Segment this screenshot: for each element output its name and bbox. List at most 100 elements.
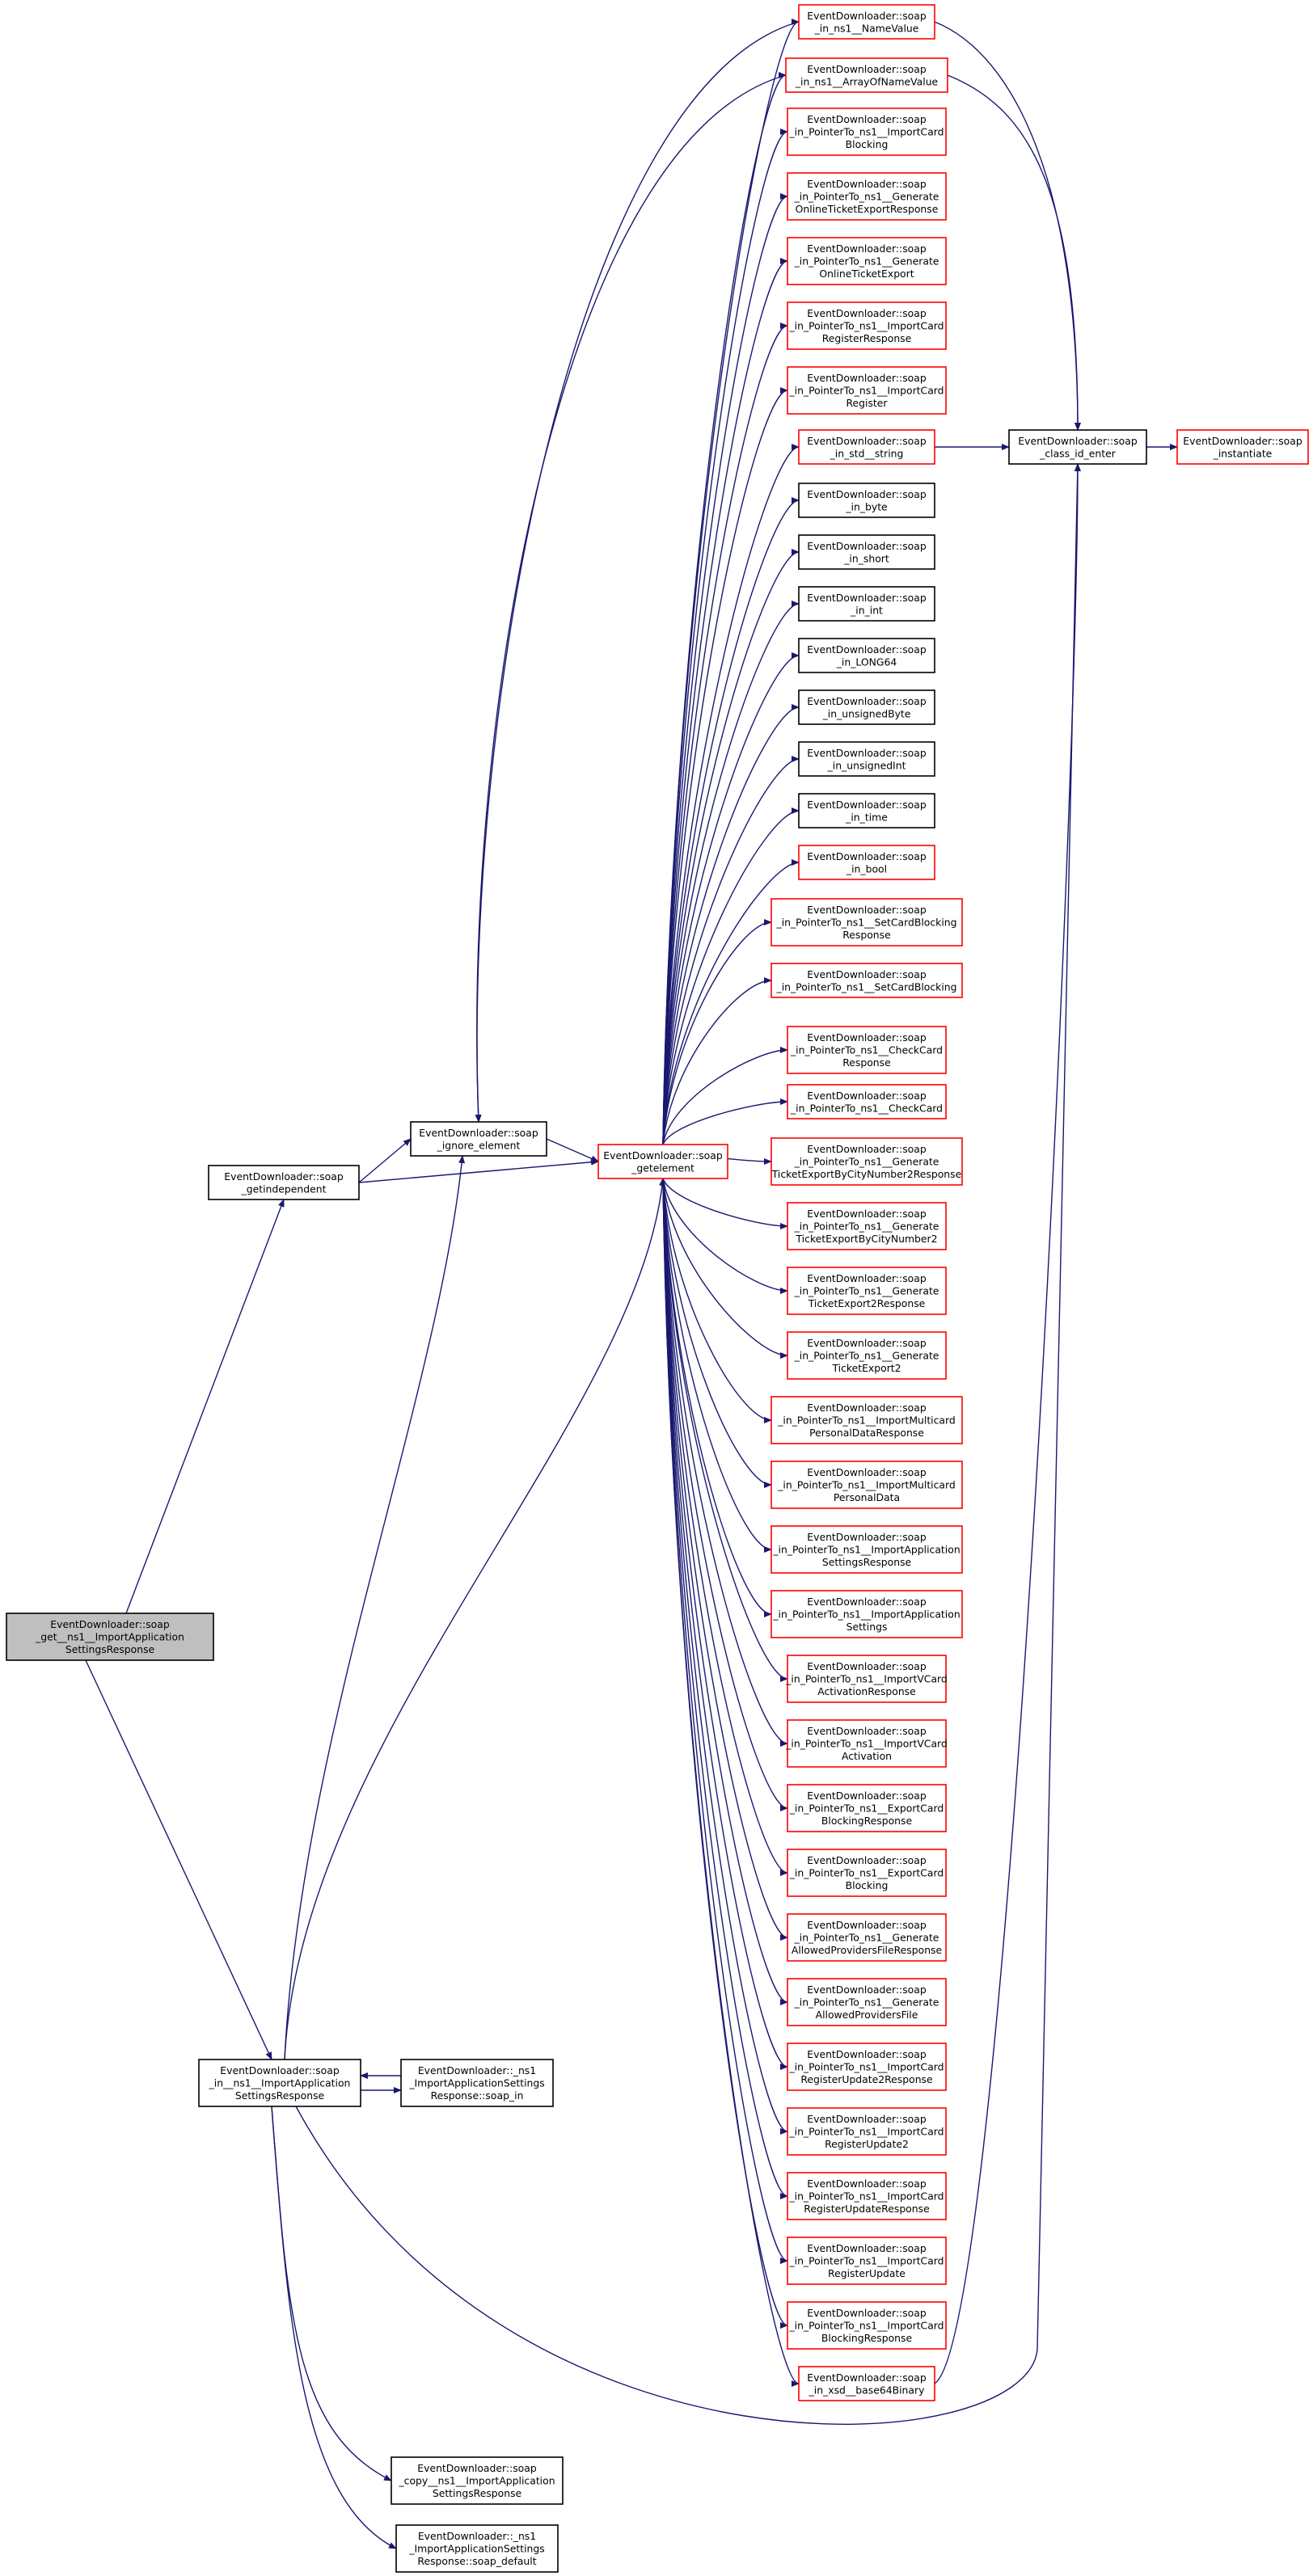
graph-node-r32[interactable]: EventDownloader::soap_in_PointerTo_ns1__… — [787, 1913, 947, 1962]
graph-node-ignore[interactable]: EventDownloader::soap_ignore_element — [410, 1121, 547, 1157]
graph-node-r16[interactable]: EventDownloader::soap_in_PointerTo_ns1__… — [770, 898, 963, 947]
node-label-line: _in_unsignedByte — [822, 707, 911, 719]
node-label-line: EventDownloader::_ns1 — [418, 2530, 536, 2542]
graph-node-r11[interactable]: EventDownloader::soap_in_LONG64 — [798, 638, 935, 673]
edge-getelement-to-r22 — [662, 1178, 788, 1294]
graph-node-r10[interactable]: EventDownloader::soap_in_int — [798, 586, 935, 622]
graph-node-r19[interactable]: EventDownloader::soap_in_PointerTo_ns1__… — [787, 1084, 947, 1119]
node-box — [798, 429, 935, 465]
node-label-line: _in_short — [843, 552, 889, 564]
graph-node-r26[interactable]: EventDownloader::soap_in_PointerTo_ns1__… — [770, 1525, 963, 1574]
graph-node-getindependent[interactable]: EventDownloader::soap_getindependent — [208, 1165, 360, 1200]
node-label-line: EventDownloader::soap — [807, 1919, 927, 1931]
node-label-line: EventDownloader::soap — [807, 1596, 927, 1608]
graph-node-r3[interactable]: EventDownloader::soap_in_PointerTo_ns1__… — [787, 172, 947, 221]
node-label-line: SettingsResponse — [822, 1556, 911, 1568]
node-label-line: _in_PointerTo_ns1__ImportCard — [788, 2190, 944, 2203]
graph-node-class_id[interactable]: EventDownloader::soap_class_id_enter — [1008, 429, 1147, 465]
graph-node-r29[interactable]: EventDownloader::soap_in_PointerTo_ns1__… — [785, 1719, 948, 1768]
node-label-line: RegisterResponse — [822, 332, 912, 344]
node-label-line: BlockingResponse — [821, 2332, 912, 2344]
edge-getelement-to-r6 — [662, 387, 788, 1145]
node-label-line: EventDownloader::soap — [807, 435, 927, 447]
graph-node-r5[interactable]: EventDownloader::soap_in_PointerTo_ns1__… — [787, 301, 947, 350]
edge-getindependent-to-ignore — [358, 1138, 412, 1183]
node-label-line: _in_byte — [845, 500, 887, 512]
graph-node-r15[interactable]: EventDownloader::soap_in_bool — [798, 845, 935, 880]
graph-node-soap_in[interactable]: EventDownloader::_ns1_ImportApplicationS… — [400, 2059, 554, 2107]
graph-node-instantiate[interactable]: EventDownloader::soap_instantiate — [1176, 429, 1309, 465]
graph-node-r21[interactable]: EventDownloader::soap_in_PointerTo_ns1__… — [787, 1202, 947, 1250]
graph-node-r37[interactable]: EventDownloader::soap_in_PointerTo_ns1__… — [787, 2237, 947, 2285]
edge-getelement-to-r13 — [662, 756, 800, 1145]
graph-node-r14[interactable]: EventDownloader::soap_in_time — [798, 793, 935, 828]
edge-getelement-to-r10 — [662, 601, 800, 1145]
graph-node-default[interactable]: EventDownloader::_ns1_ImportApplicationS… — [395, 2524, 559, 2573]
node-label-line: EventDownloader::soap — [807, 968, 927, 980]
graph-node-r22[interactable]: EventDownloader::soap_in_PointerTo_ns1__… — [787, 1267, 947, 1315]
graph-node-r34[interactable]: EventDownloader::soap_in_PointerTo_ns1__… — [787, 2043, 947, 2091]
graph-node-r31[interactable]: EventDownloader::soap_in_PointerTo_ns1__… — [787, 1849, 947, 1897]
graph-node-r27[interactable]: EventDownloader::soap_in_PointerTo_ns1__… — [770, 1590, 963, 1638]
edge-root-to-getindependent — [125, 1199, 285, 1614]
graph-node-r38[interactable]: EventDownloader::soap_in_PointerTo_ns1__… — [787, 2301, 947, 2350]
node-label-line: _ImportApplicationSettings — [408, 2077, 544, 2089]
graph-node-r8[interactable]: EventDownloader::soap_in_byte — [798, 483, 935, 518]
graph-node-r13[interactable]: EventDownloader::soap_in_unsignedInt — [798, 741, 935, 777]
graph-node-r23[interactable]: EventDownloader::soap_in_PointerTo_ns1__… — [787, 1331, 947, 1380]
graph-node-r17[interactable]: EventDownloader::soap_in_PointerTo_ns1__… — [770, 963, 963, 998]
node-label-line: _in_PointerTo_ns1__ExportCard — [789, 1802, 944, 1815]
node-box — [787, 1202, 947, 1250]
graph-node-r12[interactable]: EventDownloader::soap_in_unsignedByte — [798, 689, 935, 725]
graph-node-r39[interactable]: EventDownloader::soap_in_xsd__base64Bina… — [798, 2366, 935, 2401]
node-label-line: _in_unsignedInt — [827, 759, 906, 771]
node-box — [787, 366, 947, 415]
node-label-line: Response — [842, 1056, 891, 1069]
graph-node-in_main[interactable]: EventDownloader::soap_in__ns1__ImportApp… — [198, 2059, 361, 2107]
node-label-line: _in__ns1__ImportApplication — [209, 2077, 351, 2089]
graph-node-r35[interactable]: EventDownloader::soap_in_PointerTo_ns1__… — [787, 2107, 947, 2156]
node-box — [798, 483, 935, 518]
node-label-line: RegisterUpdate — [828, 2267, 906, 2279]
graph-node-root[interactable]: EventDownloader::soap_get__ns1__ImportAp… — [6, 1613, 214, 1661]
graph-node-copy[interactable]: EventDownloader::soap_copy__ns1__ImportA… — [391, 2456, 564, 2505]
graph-node-r6[interactable]: EventDownloader::soap_in_PointerTo_ns1__… — [787, 366, 947, 415]
node-box — [391, 2456, 564, 2505]
node-label-line: Response::soap_in — [431, 2089, 524, 2102]
graph-node-r9[interactable]: EventDownloader::soap_in_short — [798, 534, 935, 570]
node-label-line: Blocking — [846, 138, 889, 150]
edge-getelement-to-r33 — [662, 1178, 788, 2005]
graph-node-r24[interactable]: EventDownloader::soap_in_PointerTo_ns1__… — [770, 1396, 963, 1444]
node-label-line: _in_std__string — [830, 447, 904, 459]
node-label-line: Activation — [842, 1750, 892, 1762]
node-label-line: _in_PointerTo_ns1__ImportCard — [788, 2061, 944, 2073]
edge-getelement-to-r7 — [662, 444, 800, 1145]
node-label-line: EventDownloader::soap — [807, 2307, 927, 2319]
graph-node-r36[interactable]: EventDownloader::soap_in_PointerTo_ns1__… — [787, 2172, 947, 2220]
edge-getelement-to-r16 — [662, 919, 772, 1145]
node-box — [787, 2107, 947, 2156]
graph-node-r33[interactable]: EventDownloader::soap_in_PointerTo_ns1__… — [787, 1978, 947, 2026]
node-box — [400, 2059, 554, 2107]
graph-node-r2[interactable]: EventDownloader::soap_in_PointerTo_ns1__… — [787, 108, 947, 156]
node-box — [798, 534, 935, 570]
graph-node-r7[interactable]: EventDownloader::soap_in_std__string — [798, 429, 935, 465]
graph-node-r18[interactable]: EventDownloader::soap_in_PointerTo_ns1__… — [787, 1026, 947, 1074]
node-box — [787, 1719, 947, 1768]
node-label-line: EventDownloader::soap — [807, 307, 927, 319]
node-box — [1008, 429, 1147, 465]
graph-node-r1[interactable]: EventDownloader::soap_in_ns1__ArrayOfNam… — [785, 57, 948, 93]
graph-node-r20[interactable]: EventDownloader::soap_in_PointerTo_ns1__… — [770, 1137, 963, 1186]
graph-node-r30[interactable]: EventDownloader::soap_in_PointerTo_ns1__… — [787, 1784, 947, 1832]
graph-node-r4[interactable]: EventDownloader::soap_in_PointerTo_ns1__… — [787, 237, 947, 285]
node-label-line: _getindependent — [241, 1183, 327, 1195]
node-label-line: EventDownloader::soap — [807, 695, 927, 707]
graph-node-getelement[interactable]: EventDownloader::soap_getelement — [597, 1144, 728, 1179]
node-label-line: EventDownloader::soap — [807, 2372, 927, 2384]
node-label-line: EventDownloader::soap — [807, 1790, 927, 1802]
graph-node-r25[interactable]: EventDownloader::soap_in_PointerTo_ns1__… — [770, 1461, 963, 1509]
node-box — [787, 1655, 947, 1703]
graph-node-r28[interactable]: EventDownloader::soap_in_PointerTo_ns1__… — [785, 1655, 948, 1703]
node-label-line: _in_PointerTo_ns1__Generate — [794, 1221, 939, 1233]
graph-node-r0[interactable]: EventDownloader::soap_in_ns1__NameValue — [798, 4, 935, 40]
